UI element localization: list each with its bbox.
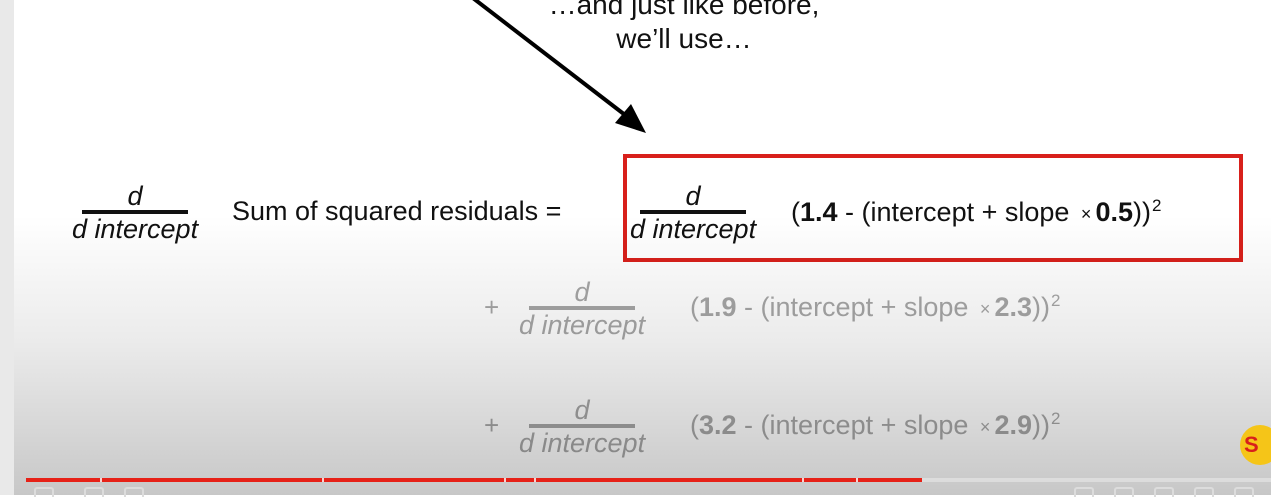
left-edge-strip — [0, 0, 14, 495]
video-progress-bar[interactable] — [26, 478, 1271, 482]
miniplayer-icon[interactable] — [1154, 487, 1174, 497]
caption-line-1: …and just like before, — [548, 0, 820, 20]
fullscreen-icon[interactable] — [1234, 487, 1254, 497]
theater-icon[interactable] — [1194, 487, 1214, 497]
term1-exponent: 2 — [1151, 196, 1162, 215]
term3-open: ( — [690, 410, 699, 440]
chapter-marker — [322, 478, 324, 482]
chapter-marker — [100, 478, 102, 482]
term3-plus: + — [484, 410, 500, 440]
term1-derivative: d d intercept — [630, 182, 756, 244]
term3-exponent: 2 — [1050, 409, 1061, 428]
video-frame[interactable]: …and just like before, we’ll use… d d in… — [14, 0, 1271, 495]
term2-x: 2.3 — [994, 292, 1032, 322]
term1-middle: - (intercept + slope — [837, 197, 1077, 227]
term3-x: 2.9 — [994, 410, 1032, 440]
term1-times: × — [1080, 204, 1092, 224]
lhs-numerator: d — [127, 181, 143, 211]
term3-times: × — [979, 417, 991, 437]
term1-x: 0.5 — [1095, 197, 1133, 227]
term3-expression: (3.2 - (intercept + slope ×2.9))2 — [690, 409, 1060, 441]
term2-open: ( — [690, 292, 699, 322]
term1-numerator: d — [685, 181, 701, 211]
lhs-label: Sum of squared residuals = — [232, 196, 562, 226]
term2-middle: - (intercept + slope — [736, 292, 976, 322]
term2-denominator: d intercept — [519, 310, 646, 340]
term3-middle: - (intercept + slope — [736, 410, 976, 440]
lhs-derivative: d d intercept — [72, 182, 198, 244]
player-controls — [14, 485, 1271, 497]
slide-caption: …and just like before, we’ll use… — [484, 0, 884, 56]
chapter-marker — [534, 478, 536, 482]
volume-icon[interactable] — [124, 487, 144, 497]
term2-numerator: d — [574, 277, 590, 307]
subtitles-icon[interactable] — [1074, 487, 1094, 497]
settings-icon[interactable] — [1114, 487, 1134, 497]
pointer-arrow — [472, 0, 646, 133]
term3-numerator: d — [574, 395, 590, 425]
chapter-marker — [802, 478, 804, 482]
term1-denominator: d intercept — [630, 214, 757, 244]
term1-open: ( — [791, 197, 800, 227]
term1-fraction-bar — [640, 210, 747, 214]
chapter-marker — [856, 478, 858, 482]
term2-plus: + — [484, 292, 500, 322]
term2-times: × — [979, 299, 991, 319]
term2-exponent: 2 — [1050, 291, 1061, 310]
term2-observed: 1.9 — [699, 292, 737, 322]
term3-fraction-bar — [529, 424, 636, 428]
lhs-fraction-bar — [82, 210, 189, 214]
term2-fraction-bar — [529, 306, 636, 310]
term1-close: )) — [1132, 197, 1151, 227]
lhs-denominator: d intercept — [72, 214, 199, 244]
term3-close: )) — [1031, 410, 1050, 440]
term3-denominator: d intercept — [519, 428, 646, 458]
channel-logo[interactable]: S — [1240, 425, 1271, 465]
term2-expression: (1.9 - (intercept + slope ×2.3))2 — [690, 291, 1060, 323]
play-icon[interactable] — [34, 487, 54, 497]
next-icon[interactable] — [84, 487, 104, 497]
progress-played — [26, 478, 923, 482]
term3-observed: 3.2 — [699, 410, 737, 440]
term1-observed: 1.4 — [800, 197, 838, 227]
chapter-marker — [504, 478, 506, 482]
term2-derivative: d d intercept — [519, 278, 645, 340]
term1-expression: (1.4 - (intercept + slope ×0.5))2 — [791, 196, 1161, 228]
highlight-box — [623, 154, 1243, 262]
term2-close: )) — [1031, 292, 1050, 322]
term3-derivative: d d intercept — [519, 396, 645, 458]
caption-line-2: we’ll use… — [616, 23, 752, 54]
